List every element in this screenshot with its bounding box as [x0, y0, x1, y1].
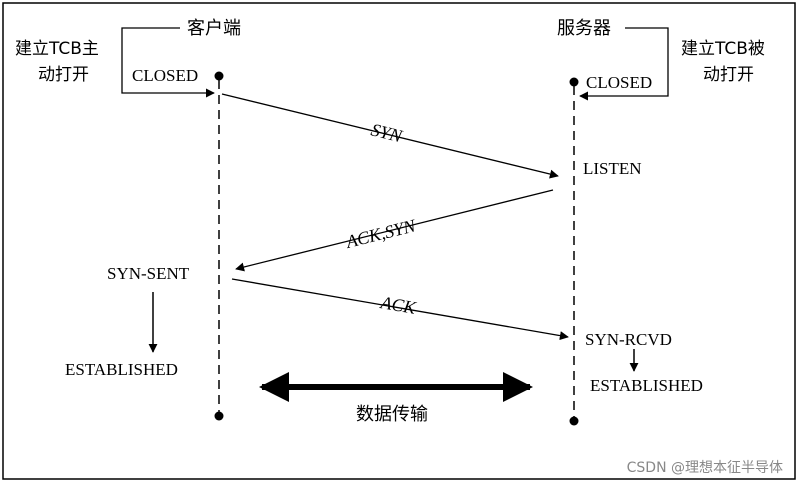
server-open-label-line2: 动打开	[703, 65, 754, 85]
server-state-syn-rcvd: SYN-RCVD	[585, 330, 672, 349]
server-open-label-line1: 建立TCB被	[681, 39, 765, 59]
client-end-dot	[214, 411, 224, 421]
client-open-label-line2: 动打开	[38, 65, 89, 85]
outer-frame	[2, 2, 796, 480]
client-open-label-line1: 建立TCB主	[15, 39, 99, 59]
ack-syn-arrow	[235, 189, 554, 272]
server-end-dot	[569, 416, 579, 426]
server-open-bracket	[579, 27, 669, 101]
server-lifeline	[569, 77, 579, 426]
server-state-established: ESTABLISHED	[590, 376, 703, 395]
client-open-bracket	[121, 27, 215, 98]
syn-label: SYN	[369, 119, 405, 146]
client-start-dot	[214, 71, 224, 81]
client-title: 客户端	[187, 18, 241, 39]
ack-label: ACK	[378, 292, 418, 318]
server-title: 服务器	[557, 18, 611, 39]
server-start-dot	[569, 77, 579, 87]
data-transfer-label: 数据传输	[356, 404, 428, 425]
ack-arrow	[231, 278, 569, 341]
client-lifeline	[214, 71, 224, 421]
client-state-closed: CLOSED	[132, 66, 198, 85]
client-state-syn-sent: SYN-SENT	[107, 264, 190, 283]
watermark: CSDN @理想本征半导体	[627, 460, 783, 476]
syn-arrow	[221, 93, 559, 179]
client-state-established: ESTABLISHED	[65, 360, 178, 379]
server-state-closed: CLOSED	[586, 73, 652, 92]
ack-syn-label: ACK,SYN	[343, 215, 418, 252]
server-state-listen: LISTEN	[583, 159, 642, 178]
